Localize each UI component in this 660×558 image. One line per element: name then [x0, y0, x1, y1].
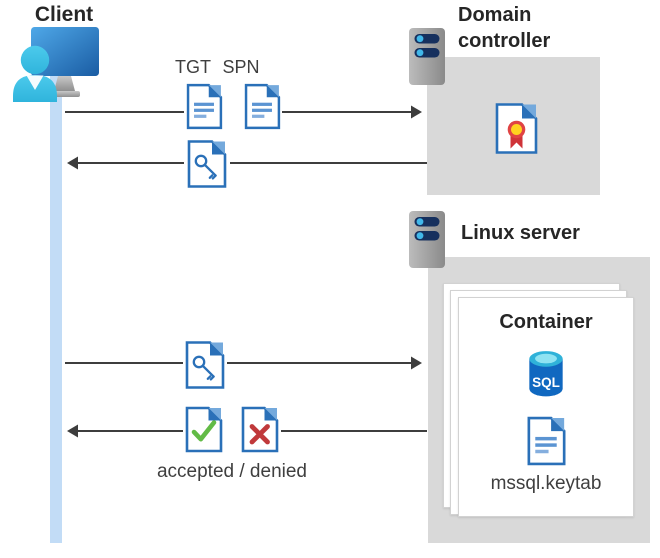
linux-server-label: Linux server [461, 222, 580, 244]
arrowhead-left-1 [67, 156, 78, 170]
client-lifeline [50, 70, 62, 543]
linux-server-icon [409, 211, 445, 268]
monitor-neck [54, 76, 75, 91]
domain-controller-server-icon [409, 28, 445, 85]
container-card: Container SQL mssql.keytab [458, 297, 634, 517]
accepted-document-icon [185, 406, 223, 453]
keytab-document-icon [527, 416, 566, 466]
accepted-denied-label: accepted / denied [156, 461, 307, 482]
keytab-file-label: mssql.keytab [490, 473, 602, 494]
sql-database-icon: SQL [529, 351, 563, 397]
arrowhead-right-1 [411, 105, 422, 119]
person-collar [26, 75, 44, 90]
container-label: Container [499, 311, 593, 333]
tgt-document-icon [186, 83, 223, 130]
sql-badge-text: SQL [532, 375, 560, 390]
denied-document-icon [241, 406, 279, 453]
client-workstation-icon [13, 27, 99, 102]
key-document-icon-response [187, 140, 227, 188]
key-document-icon-request [185, 341, 225, 389]
person-head [20, 45, 50, 75]
client-label: Client [34, 3, 94, 26]
spn-label: SPN [222, 57, 260, 77]
arrowhead-left-2 [67, 424, 78, 438]
certificate-icon [495, 103, 538, 154]
tgt-label: TGT [175, 57, 211, 77]
arrowhead-right-2 [411, 356, 422, 370]
domain-controller-label: Domain controller [458, 4, 551, 52]
spn-document-icon [244, 83, 281, 130]
